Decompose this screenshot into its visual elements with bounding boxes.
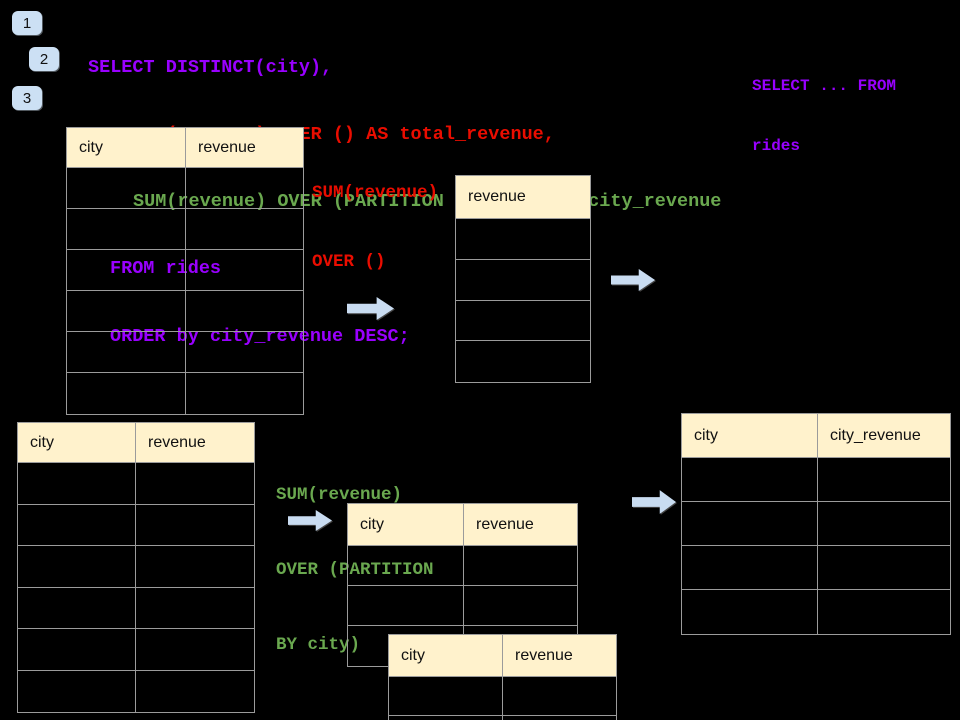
sql-line-order-by: ORDER by city_revenue DESC; bbox=[110, 325, 410, 347]
annotation-over-partition-line-2: OVER (PARTITION bbox=[276, 560, 434, 580]
table-cell bbox=[389, 677, 503, 716]
table-cell bbox=[136, 588, 254, 629]
column-header: revenue bbox=[464, 504, 577, 546]
arrow-right-icon bbox=[288, 509, 332, 532]
table-cell bbox=[18, 629, 136, 671]
table-cell bbox=[136, 671, 254, 713]
table-cell bbox=[67, 332, 186, 373]
table-cell bbox=[18, 504, 136, 546]
table-cell bbox=[136, 463, 254, 505]
column-header: revenue bbox=[186, 128, 303, 168]
revenue-only-table: revenue bbox=[455, 175, 591, 383]
table-cell bbox=[67, 291, 186, 332]
table-cell bbox=[818, 458, 950, 502]
table-cell bbox=[136, 505, 254, 546]
step-badge-1: 1 bbox=[12, 11, 42, 35]
table-cell bbox=[818, 590, 950, 634]
table-cell bbox=[67, 373, 186, 414]
arrow-right-icon bbox=[347, 296, 394, 321]
annotation-over-all-line-2: OVER () bbox=[312, 252, 386, 272]
sql-line-from: FROM rides bbox=[110, 258, 222, 280]
corner-note-line-2: rides bbox=[752, 137, 801, 155]
table-cell bbox=[464, 546, 577, 586]
table-cell bbox=[67, 250, 186, 291]
table-cell bbox=[503, 716, 616, 720]
table-cell bbox=[186, 209, 303, 250]
table-cell bbox=[348, 586, 464, 626]
column-header: city bbox=[389, 635, 503, 677]
table-cell bbox=[136, 629, 254, 671]
table-cell bbox=[456, 341, 590, 382]
table-cell bbox=[186, 373, 303, 414]
table-cell bbox=[682, 502, 818, 546]
table-cell bbox=[18, 463, 136, 505]
table-cell bbox=[464, 586, 577, 626]
table-cell bbox=[186, 332, 303, 373]
table-cell bbox=[67, 209, 186, 250]
table-cell bbox=[389, 716, 503, 720]
column-header: revenue bbox=[503, 635, 616, 677]
annotation-over-partition-line-1: SUM(revenue) bbox=[276, 485, 403, 505]
table-cell bbox=[818, 546, 950, 590]
table-cell bbox=[186, 168, 303, 209]
column-header: city bbox=[682, 414, 818, 458]
sql-line-select: SELECT DISTINCT(city), bbox=[88, 56, 333, 78]
column-header: city_revenue bbox=[818, 414, 950, 458]
column-header: city bbox=[67, 128, 186, 168]
column-header: city bbox=[348, 504, 464, 546]
annotation-over-partition-line-3: BY city) bbox=[276, 635, 361, 655]
annotation-over-partition: SUM(revenue) OVER (PARTITION BY city) bbox=[276, 433, 434, 708]
table-cell bbox=[18, 546, 136, 588]
corner-note-line-1: SELECT ... FROM bbox=[752, 77, 897, 95]
table-cell bbox=[456, 260, 590, 301]
table-cell bbox=[818, 502, 950, 546]
column-header: city bbox=[18, 423, 136, 463]
table-cell bbox=[67, 168, 186, 209]
annotation-over-all-line-1: SUM(revenue) bbox=[312, 183, 439, 203]
step-badge-3: 3 bbox=[12, 86, 42, 110]
table-cell bbox=[456, 301, 590, 342]
table-cell bbox=[503, 677, 616, 716]
arrow-right-icon bbox=[611, 268, 655, 292]
table-cell bbox=[456, 219, 590, 260]
table-cell bbox=[136, 546, 254, 588]
annotation-over-all: SUM(revenue) OVER () bbox=[312, 136, 438, 320]
table-cell bbox=[682, 458, 818, 502]
column-header: revenue bbox=[136, 423, 254, 463]
table-cell bbox=[186, 291, 303, 332]
step-badge-2: 2 bbox=[29, 47, 59, 71]
table-cell bbox=[186, 250, 303, 291]
table-cell bbox=[348, 546, 464, 586]
table-cell bbox=[682, 546, 818, 590]
column-header: revenue bbox=[456, 176, 590, 219]
table-cell bbox=[682, 590, 818, 634]
table-cell bbox=[18, 670, 136, 712]
arrow-right-icon bbox=[632, 489, 676, 515]
table-cell bbox=[18, 587, 136, 629]
corner-note: SELECT ... FROM rides bbox=[752, 36, 896, 196]
